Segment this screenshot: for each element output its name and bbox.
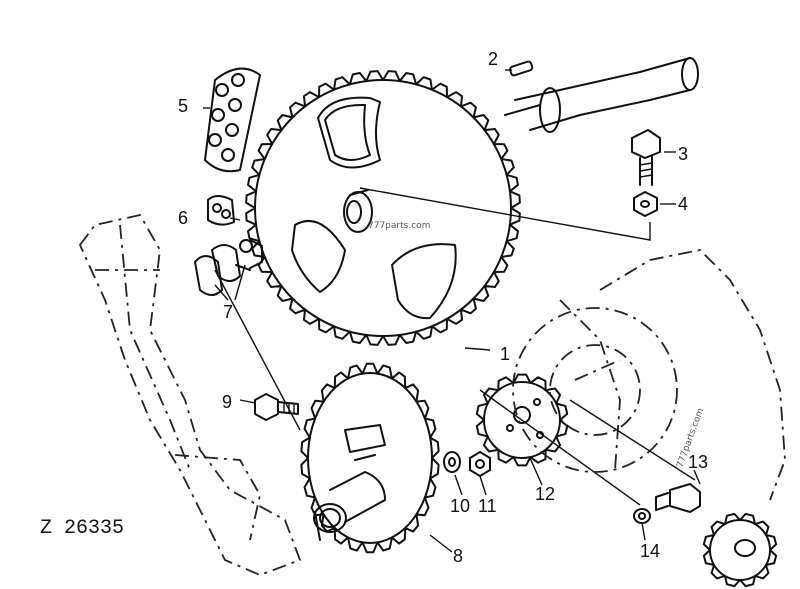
callout-9: 9 (222, 392, 232, 412)
bolt-and-nut (631, 129, 661, 217)
connecting-link (207, 195, 235, 226)
large-sprocket (245, 70, 521, 346)
callout-4: 4 (678, 194, 688, 214)
small-sprocket (702, 512, 778, 588)
callout-7: 7 (223, 302, 233, 322)
timing-gear-dashed (512, 307, 678, 473)
callout-13: 13 (688, 452, 708, 472)
drawing-code: Z 26335 (40, 517, 124, 540)
callout-8: 8 (453, 546, 463, 566)
callout-10: 10 (450, 496, 470, 516)
callout-14: 14 (640, 541, 660, 561)
camshaft (504, 57, 699, 133)
callout-12: 12 (535, 484, 555, 504)
callout-3: 3 (678, 144, 688, 164)
hex-bolt (254, 393, 299, 421)
watermark: 777parts.com (368, 221, 430, 231)
bolt-and-lock-washer (633, 483, 701, 524)
engine-housing-outline (78, 213, 302, 576)
callout-labels: 1 2 3 4 5 6 7 8 9 10 11 12 13 14 (178, 49, 708, 566)
callout-2: 2 (488, 49, 498, 69)
assembly-leader-lines (214, 187, 696, 506)
callout-6: 6 (178, 208, 188, 228)
idler-sprocket (475, 373, 569, 467)
woodruff-key (509, 60, 534, 77)
callout-5: 5 (178, 96, 188, 116)
roller-chain (204, 67, 261, 173)
washer-and-nut (443, 451, 491, 477)
crankshaft-sprocket (300, 362, 440, 554)
callout-leaders (203, 69, 701, 553)
callout-11: 11 (478, 496, 497, 516)
gear-case-outline (559, 249, 786, 501)
link-plates (194, 239, 263, 296)
callout-1: 1 (500, 344, 510, 364)
